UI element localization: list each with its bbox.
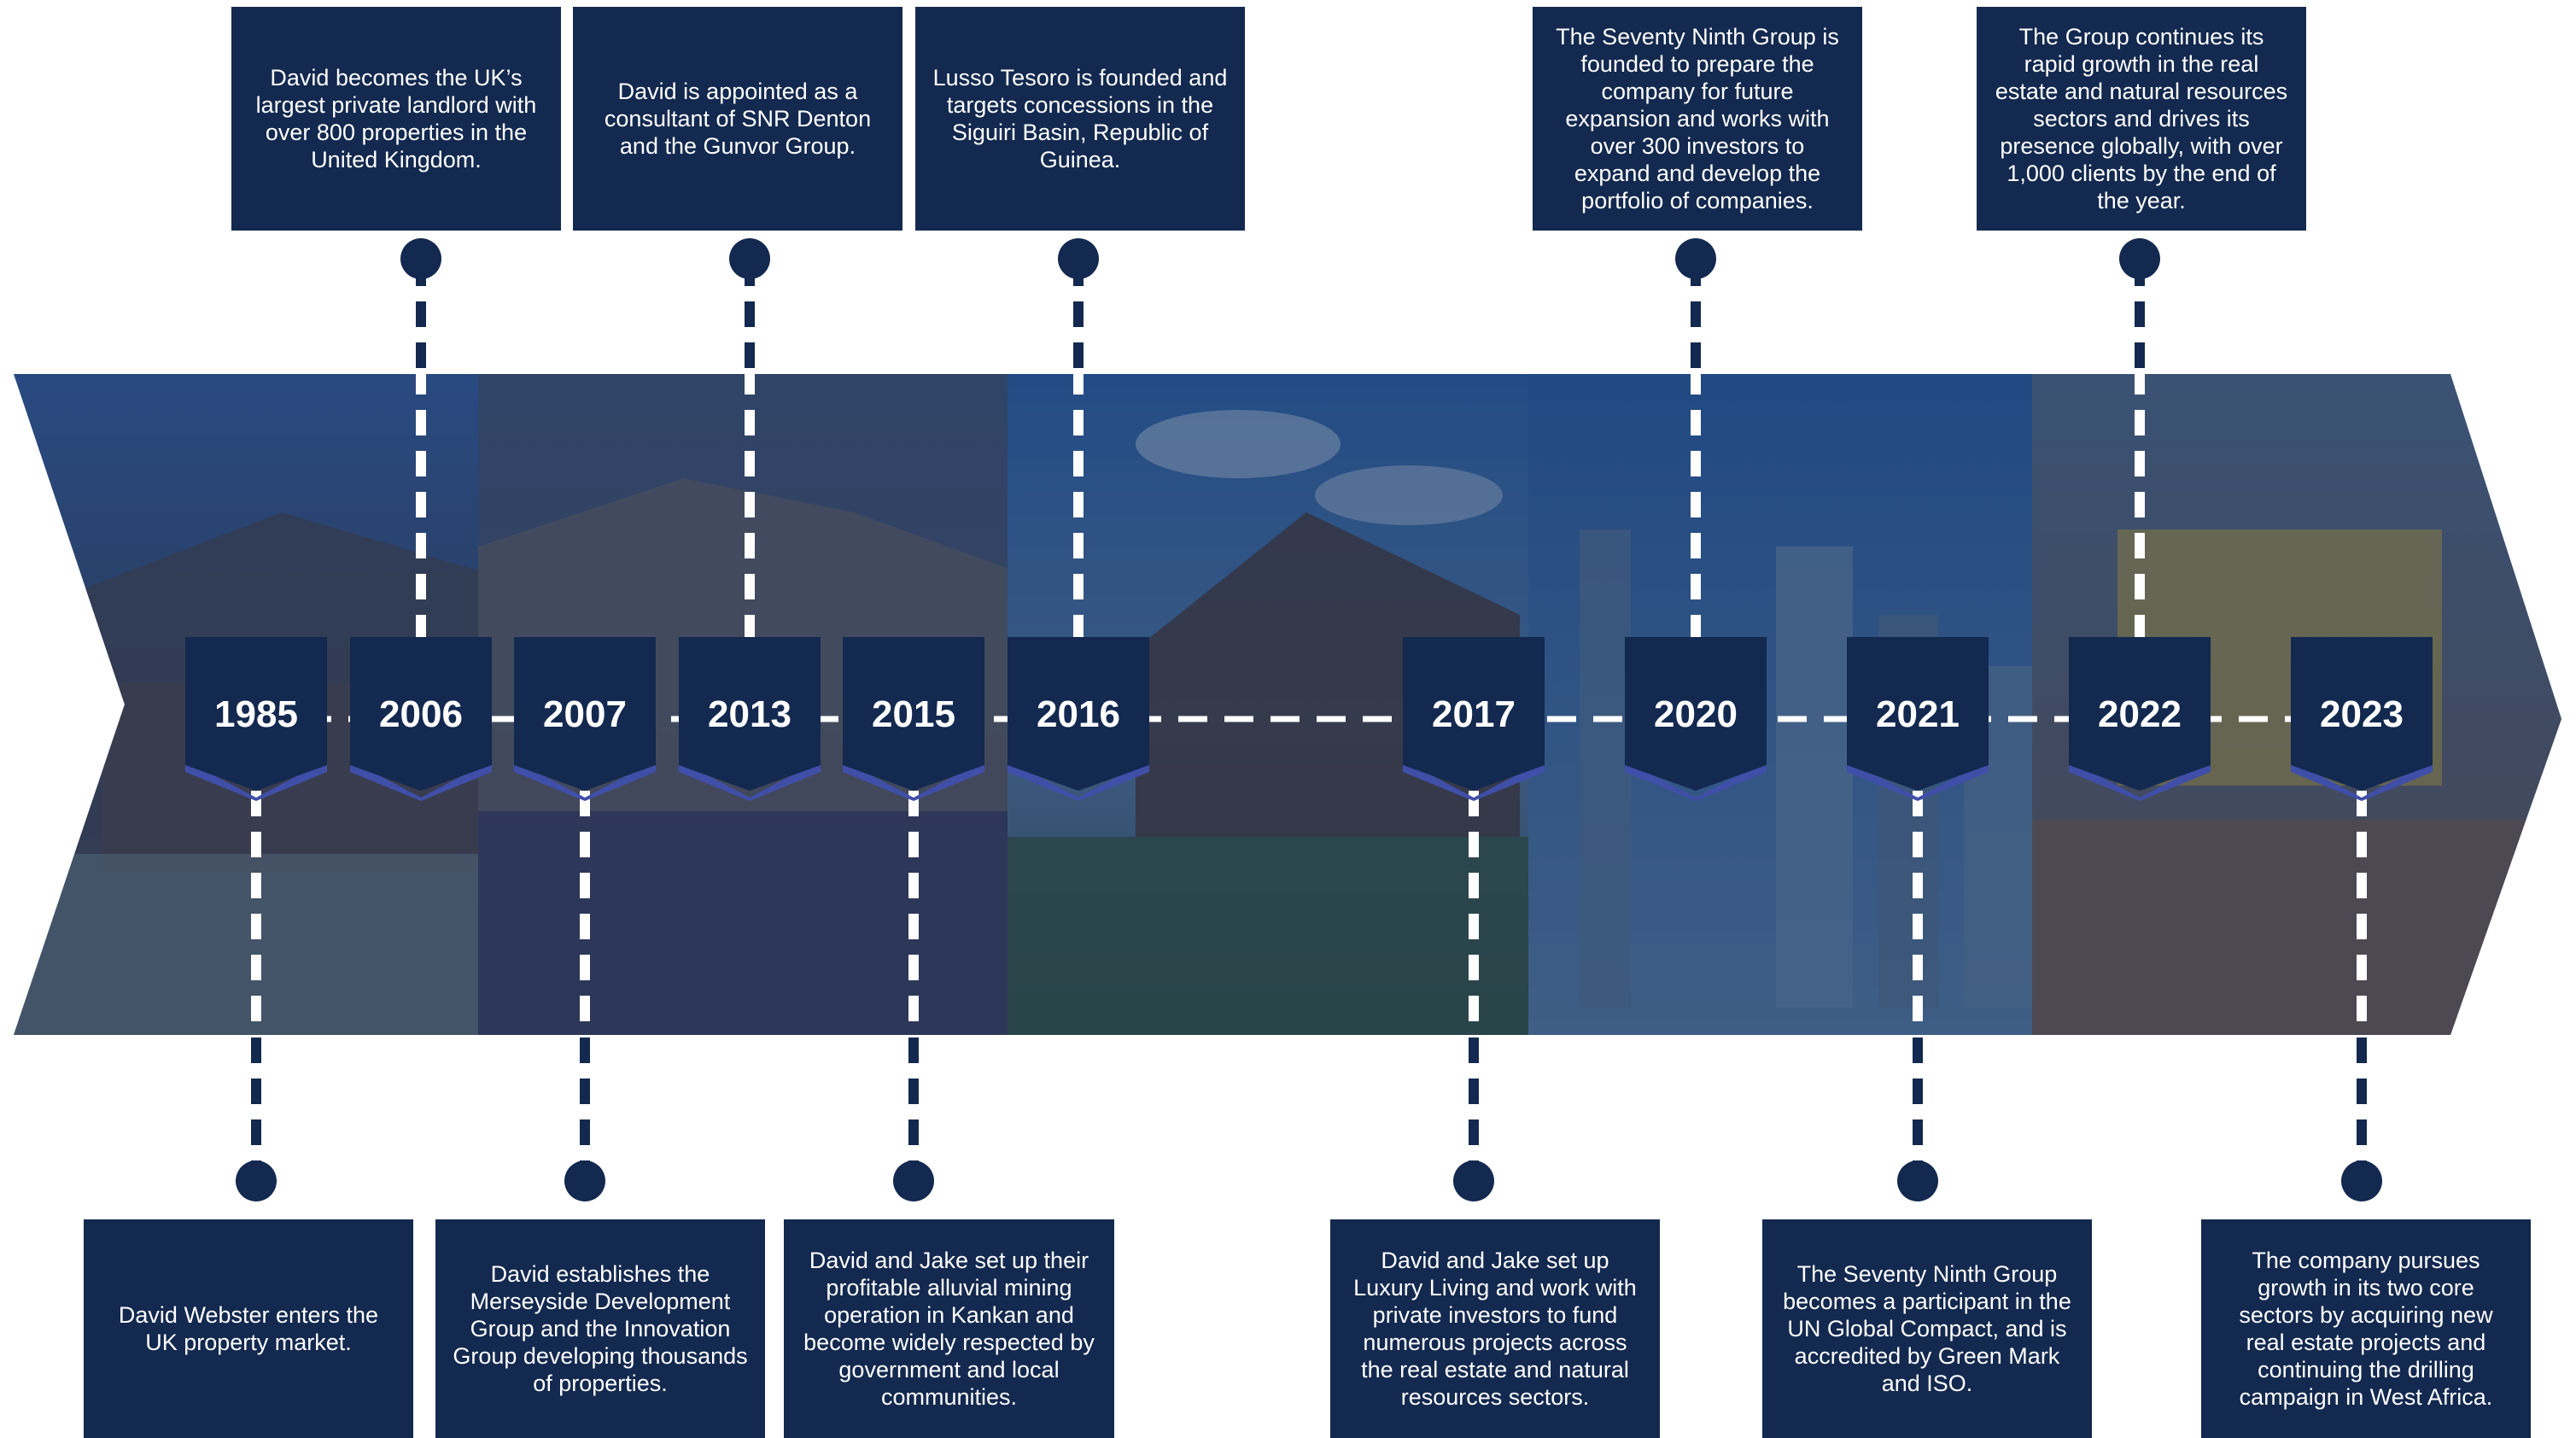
year-tag-shape xyxy=(1403,637,1545,801)
year-tag-shape xyxy=(679,637,821,801)
year-tag-shape xyxy=(1625,637,1767,801)
year-label: 1985 xyxy=(214,693,298,735)
connector-dot xyxy=(2119,238,2160,279)
year-label: 2013 xyxy=(708,693,791,735)
milestone-description: David is appointed as a consultant of SN… xyxy=(573,7,902,231)
year-label: 2016 xyxy=(1037,693,1120,735)
connector-dot xyxy=(236,1160,277,1201)
connector-dot xyxy=(893,1160,934,1201)
milestone-description: The Seventy Ninth Group becomes a partic… xyxy=(1762,1219,2092,1438)
milestone-description: David becomes the UK’s largest private l… xyxy=(231,7,561,231)
year-tag-shape xyxy=(350,637,492,801)
connector-dot xyxy=(1675,238,1716,279)
year-label: 2020 xyxy=(1654,693,1738,735)
connector-dot xyxy=(2341,1160,2382,1201)
connector-dot xyxy=(564,1160,605,1201)
year-tag-shape xyxy=(514,637,656,801)
milestone-description: David establishes the Merseyside Develop… xyxy=(435,1219,765,1438)
year-tag-shape xyxy=(1847,637,1989,801)
year-label: 2015 xyxy=(872,693,955,735)
year-label: 2021 xyxy=(1876,693,1960,735)
milestone-description: David Webster enters the UK property mar… xyxy=(84,1219,413,1438)
year-tag-shape xyxy=(843,637,984,801)
year-tag-shape xyxy=(2069,637,2211,801)
connector-dot xyxy=(1453,1160,1494,1201)
year-label: 2006 xyxy=(379,693,463,735)
connector-dot xyxy=(1897,1160,1938,1201)
year-label: 2022 xyxy=(2098,693,2182,735)
milestone-description: David and Jake set up their profitable a… xyxy=(784,1219,1114,1438)
year-label: 2017 xyxy=(1432,693,1516,735)
milestone-description: Lusso Tesoro is founded and targets conc… xyxy=(915,7,1245,231)
year-tag-shape xyxy=(1008,637,1149,801)
milestone-description: The company pursues growth in its two co… xyxy=(2201,1219,2531,1438)
connector-dot xyxy=(729,238,770,279)
connector-dot xyxy=(400,238,441,279)
year-label: 2023 xyxy=(2320,693,2404,735)
milestone-description: The Group continues its rapid growth in … xyxy=(1977,7,2306,231)
milestone-description: David and Jake set up Luxury Living and … xyxy=(1330,1219,1660,1438)
milestone-description: The Seventy Ninth Group is founded to pr… xyxy=(1533,7,1862,231)
year-tag-shape xyxy=(185,637,327,801)
year-tag-shape xyxy=(2291,637,2433,801)
year-label: 2007 xyxy=(543,693,627,735)
connector-dot xyxy=(1058,238,1099,279)
